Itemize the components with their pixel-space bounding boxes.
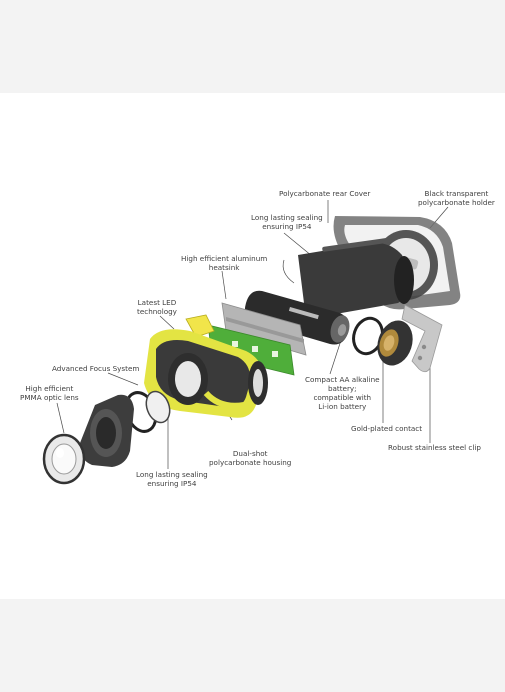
led-ring	[145, 390, 171, 424]
label-sealing-bottom: Long lasting sealing ensuring IP54	[136, 470, 208, 488]
steel-clip	[401, 304, 443, 373]
exploded-headlamp-illustration	[42, 200, 461, 485]
label-heatsink: High efficient aluminum heatsink	[181, 254, 268, 272]
label-rear-cover: Polycarbonate rear Cover	[279, 189, 371, 198]
label-focus: Advanced Focus System	[52, 364, 140, 373]
label-sealing-top: Long lasting sealing ensuring IP54	[251, 213, 323, 231]
label-battery: Compact AA alkaline battery; compatible …	[305, 375, 380, 411]
label-led: Latest LED technology	[137, 298, 177, 316]
label-lens: High efficient PMMA optic lens	[20, 384, 79, 402]
focus-system	[79, 394, 134, 467]
diagram-canvas: Polycarbonate rear Cover Black transpare…	[0, 93, 505, 599]
rear-cover	[298, 237, 414, 316]
battery	[244, 290, 350, 345]
gold-contact-module	[377, 320, 413, 366]
heatsink	[207, 259, 307, 376]
led-switch	[185, 314, 215, 338]
optic-lens	[42, 433, 86, 485]
label-holder: Black transparent polycarbonate holder	[418, 189, 495, 207]
label-clip: Robust stainless steel clip	[388, 443, 481, 452]
label-gold-contact: Gold-plated contact	[351, 424, 423, 433]
label-housing: Dual-shot polycarbonate housing	[209, 449, 292, 467]
main-housing	[144, 329, 268, 418]
